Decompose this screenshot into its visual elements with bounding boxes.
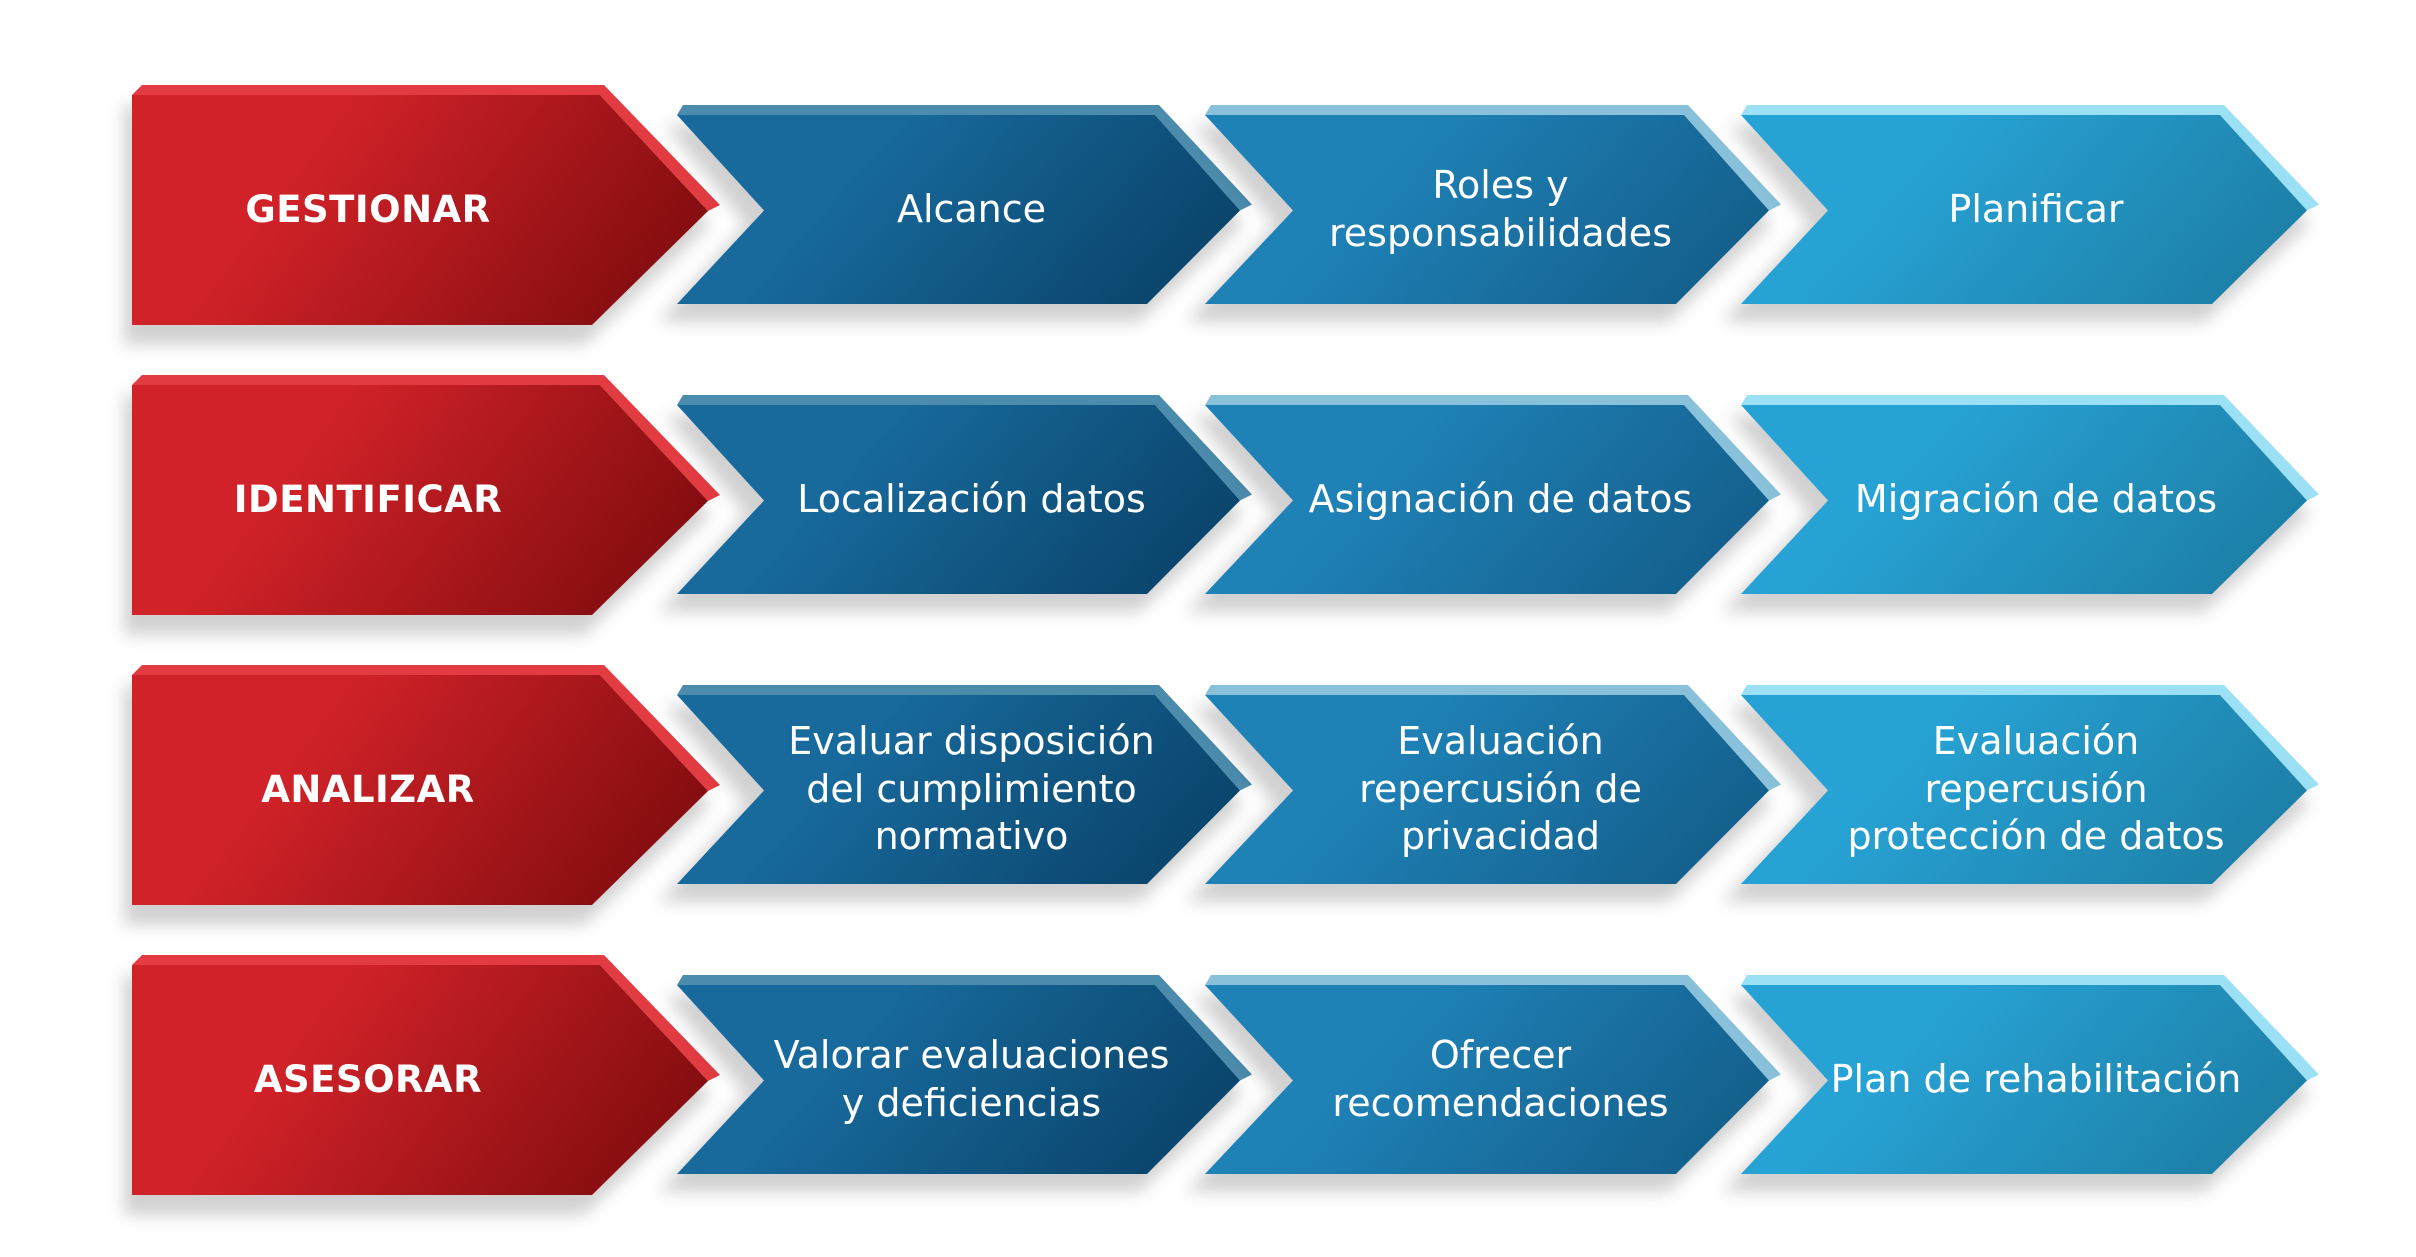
step-arrow	[659, 975, 1252, 1192]
step-arrow	[1187, 105, 1781, 322]
step-arrow	[659, 685, 1252, 902]
step-label: Asignación de datos	[1293, 405, 1708, 594]
label-text: Asignación de datos	[1308, 476, 1693, 521]
arrow-body	[677, 115, 1240, 304]
phase-label: ANALIZAR	[132, 675, 604, 905]
arrow-body	[1205, 695, 1769, 884]
step-label: Localización datos	[764, 405, 1179, 594]
arrow-body	[1205, 115, 1769, 304]
label-text: Migración de datos	[1854, 476, 2218, 521]
arrow-body	[1741, 985, 2307, 1174]
step-label: Alcance	[764, 115, 1179, 304]
arrow-body	[1205, 405, 1769, 594]
step-arrow	[1187, 975, 1781, 1192]
arrow-body	[132, 675, 708, 905]
phase-arrow	[124, 955, 720, 1215]
arrow-body	[677, 985, 1240, 1174]
phase-arrow	[124, 85, 720, 345]
step-label: Plan de rehabilitación	[1828, 985, 2244, 1174]
label-text: Localización datos	[797, 476, 1146, 521]
step-arrow	[1723, 975, 2319, 1192]
step-arrow	[1723, 105, 2319, 322]
phase-arrow	[124, 665, 720, 925]
step-arrow	[1187, 395, 1781, 612]
step-arrow	[1723, 395, 2319, 612]
label-text: GESTIONAR	[245, 187, 491, 231]
step-arrow	[1723, 685, 2319, 902]
label-text: IDENTIFICAR	[233, 477, 503, 521]
arrow-body	[132, 965, 708, 1195]
phase-label: GESTIONAR	[132, 95, 604, 325]
arrow-body	[677, 405, 1240, 594]
phase-label: ASESORAR	[132, 965, 604, 1195]
label-text: ASESORAR	[253, 1057, 483, 1101]
arrow-body	[1205, 985, 1769, 1174]
arrow-body	[1741, 695, 2307, 884]
step-label: Planificar	[1828, 115, 2244, 304]
arrow-body	[1741, 405, 2307, 594]
phase-label: IDENTIFICAR	[132, 385, 604, 615]
step-label: Migración de datos	[1828, 405, 2244, 594]
label-text: Alcance	[896, 186, 1047, 231]
arrow-body	[132, 95, 708, 325]
step-arrow	[659, 395, 1252, 612]
step-arrow	[659, 105, 1252, 322]
arrow-body	[1741, 115, 2307, 304]
arrow-body	[677, 695, 1240, 884]
label-text: Planificar	[1948, 186, 2124, 231]
arrow-body	[132, 385, 708, 615]
label-text: ANALIZAR	[261, 767, 475, 811]
step-arrow	[1187, 685, 1781, 902]
label-text: Plan de rehabilitación	[1830, 1056, 2242, 1101]
phase-arrow	[124, 375, 720, 635]
